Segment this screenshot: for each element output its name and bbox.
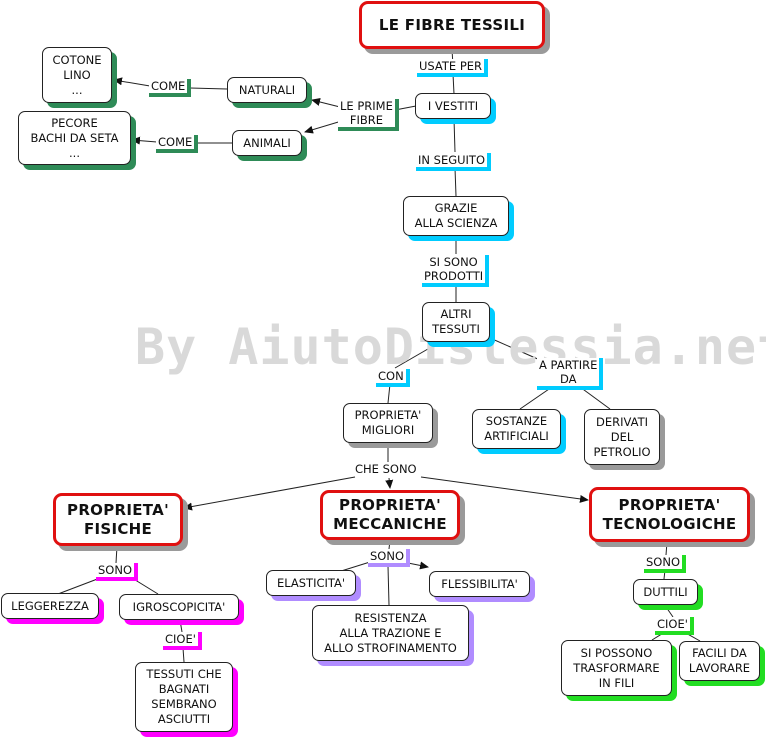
line-tessuti-partire [489,337,541,361]
line-usateper-vestiti [452,73,455,95]
line-inseguito-scienza [454,167,457,197]
node-sostanze[interactable]: SOSTANZE ARTIFICIALI [472,409,561,449]
link-sono-tecnologiche: SONO [644,555,687,573]
line-tecno-sono [665,541,668,556]
node-bagnati[interactable]: TESSUTI CHE BAGNATI SEMBRANO ASCIUTTI [135,662,233,732]
line-chesono-meccaniche [385,477,394,489]
line-fisiche-sono [115,545,118,564]
line-sono-leggerezza [57,577,101,595]
line-igro-cioe [179,619,183,633]
line-partire-sostanze [519,386,553,410]
line-cioe-bagnati [182,647,185,663]
node-facili[interactable]: FACILI DA LAVORARE [679,641,760,681]
node-trasformare[interactable]: SI POSSONO TRASFORMARE IN FILI [561,640,672,696]
line-partire-derivati [579,386,611,410]
line-vestiti-inseguito [453,118,456,153]
line-chesono-fisiche [183,476,356,511]
node-vestiti[interactable]: I VESTITI [415,93,491,119]
node-tessuti[interactable]: ALTRI TESSUTI [422,302,490,342]
line-meccaniche-sono [388,539,391,550]
node-igroscopicita[interactable]: IGROSCOPICITA' [119,594,239,620]
line-duttili-cioe [663,603,674,618]
link-a-partire-da: A PARTIRE DA [537,358,604,390]
link-sono-fisiche: SONO [96,563,139,581]
link-che-sono: CHE SONO [353,462,419,476]
node-meccaniche[interactable]: PROPRIETA' MECCANICHE [320,490,460,540]
line-sono-flessibilita [407,561,429,570]
link-sono-meccaniche: SONO [368,549,411,567]
node-tecnologiche[interactable]: PROPRIETA' TECNOLOGICHE [589,487,750,542]
node-animali[interactable]: ANIMALI [232,130,302,156]
line-come-cotone [113,77,151,87]
node-fisiche[interactable]: PROPRIETA' FISICHE [53,493,183,546]
node-leggerezza[interactable]: LEGGEREZZA [1,593,99,619]
link-si-sono-prodotti: SI SONO PRODOTTI [422,255,490,287]
line-chesono-tecnologiche [420,476,589,503]
line-tessuti-con [394,341,441,369]
node-duttili[interactable]: DUTTILI [633,579,698,605]
link-con: CON [376,369,410,387]
node-derivati[interactable]: DERIVATI DEL PETROLIO [584,409,660,465]
line-con-migliori [387,383,391,404]
link-le-prime-fibre: LE PRIME FIBRE [338,99,399,131]
line-sono-resistenza [387,565,390,606]
link-cioe-fisiche: CIOE' [163,632,202,650]
line-naturali-come [189,87,228,90]
link-usate-per: USATE PER [417,59,489,77]
node-migliori[interactable]: PROPRIETA' MIGLIORI [343,403,433,443]
node-scienza[interactable]: GRAZIE ALLA SCIENZA [403,196,509,236]
node-elasticita[interactable]: ELASTICITA' [266,570,356,596]
line-primefibre-naturali [311,98,341,108]
link-in-seguito: IN SEGUITO [416,153,492,171]
node-naturali[interactable]: NATURALI [227,77,307,103]
node-pecore[interactable]: PECORE BACHI DA SETA ... [18,111,131,165]
link-come-2: COME [156,135,199,153]
node-title[interactable]: LE FIBRE TESSILI [359,1,545,49]
node-cotone[interactable]: COTONE LINO ... [42,47,112,103]
link-come-1: COME [149,79,192,97]
node-resistenza[interactable]: RESISTENZA ALLA TRAZIONE E ALLO STROFINA… [312,605,469,661]
node-flessibilita[interactable]: FLESSIBILITA' [429,571,530,597]
line-come-pecore [131,136,158,145]
link-cioe-tecnologiche: CIOE' [655,617,694,635]
